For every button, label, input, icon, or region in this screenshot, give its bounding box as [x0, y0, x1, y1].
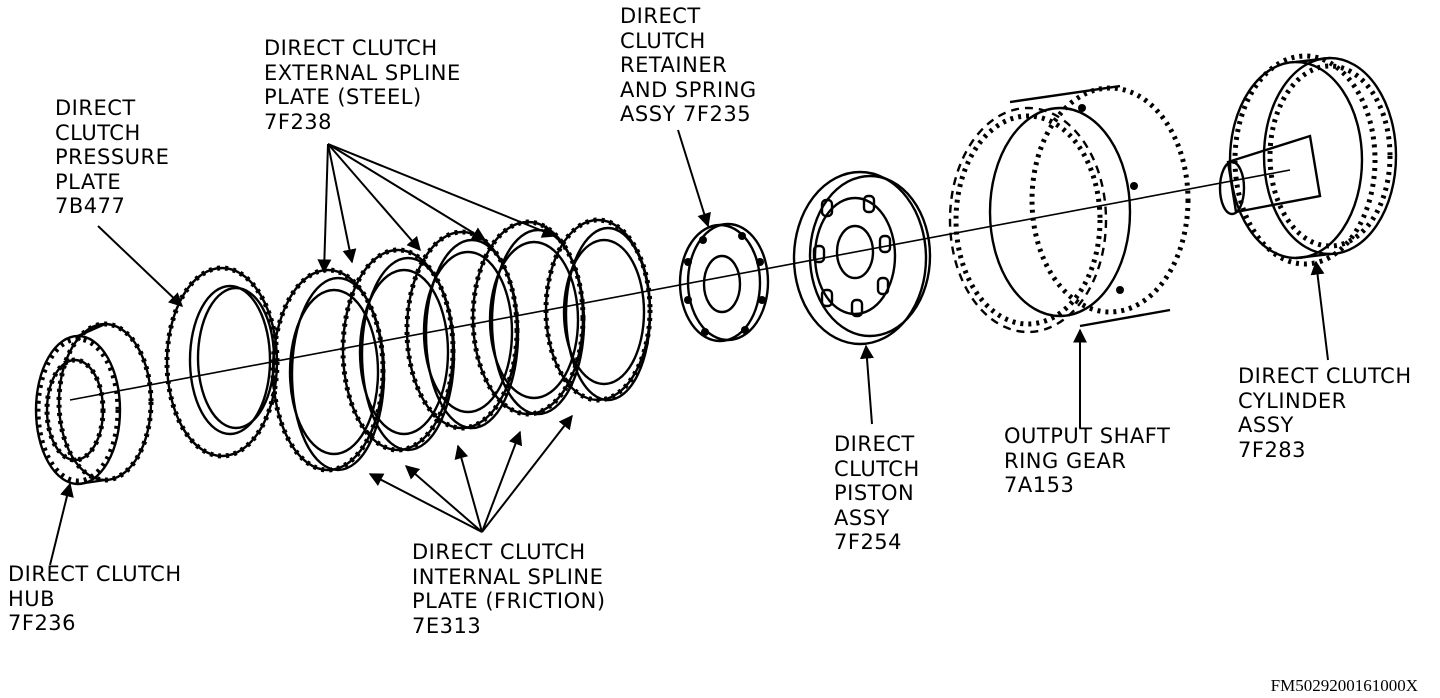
leader-lines — [49, 129, 1329, 566]
leader-internal-plate-4 — [481, 430, 523, 533]
pressure-plate-part — [164, 265, 280, 459]
leader-internal-plate-5 — [481, 414, 573, 533]
hub-part — [34, 321, 154, 486]
clutch-plate-5 — [543, 217, 653, 403]
leader-pressure-plate — [97, 225, 184, 307]
clutch-plate-stack — [270, 217, 653, 473]
leader-internal-plate-1 — [368, 473, 483, 533]
leader-internal-plate-2 — [404, 465, 483, 533]
piston-part — [792, 170, 932, 346]
leader-retainer — [677, 129, 711, 228]
leader-hub — [49, 482, 74, 566]
clutch-plate-2 — [340, 247, 456, 453]
ring-gear-part — [948, 84, 1191, 334]
cylinder-part — [1218, 53, 1398, 267]
figure-reference-code: FM5029200161000X — [1270, 676, 1418, 695]
leader-external-plate-4 — [327, 143, 487, 241]
leader-external-plate-3 — [327, 143, 421, 252]
leader-internal-plate-3 — [454, 444, 483, 533]
clutch-plate-4 — [470, 219, 586, 417]
clutch-plate-1 — [270, 267, 386, 473]
leader-external-plate-1 — [317, 143, 332, 274]
leader-external-plate-5 — [327, 143, 557, 238]
leader-piston — [859, 344, 874, 425]
leader-external-plate-2 — [327, 143, 357, 264]
leader-cylinder — [1310, 260, 1329, 361]
retainer-spring-part — [678, 222, 770, 343]
